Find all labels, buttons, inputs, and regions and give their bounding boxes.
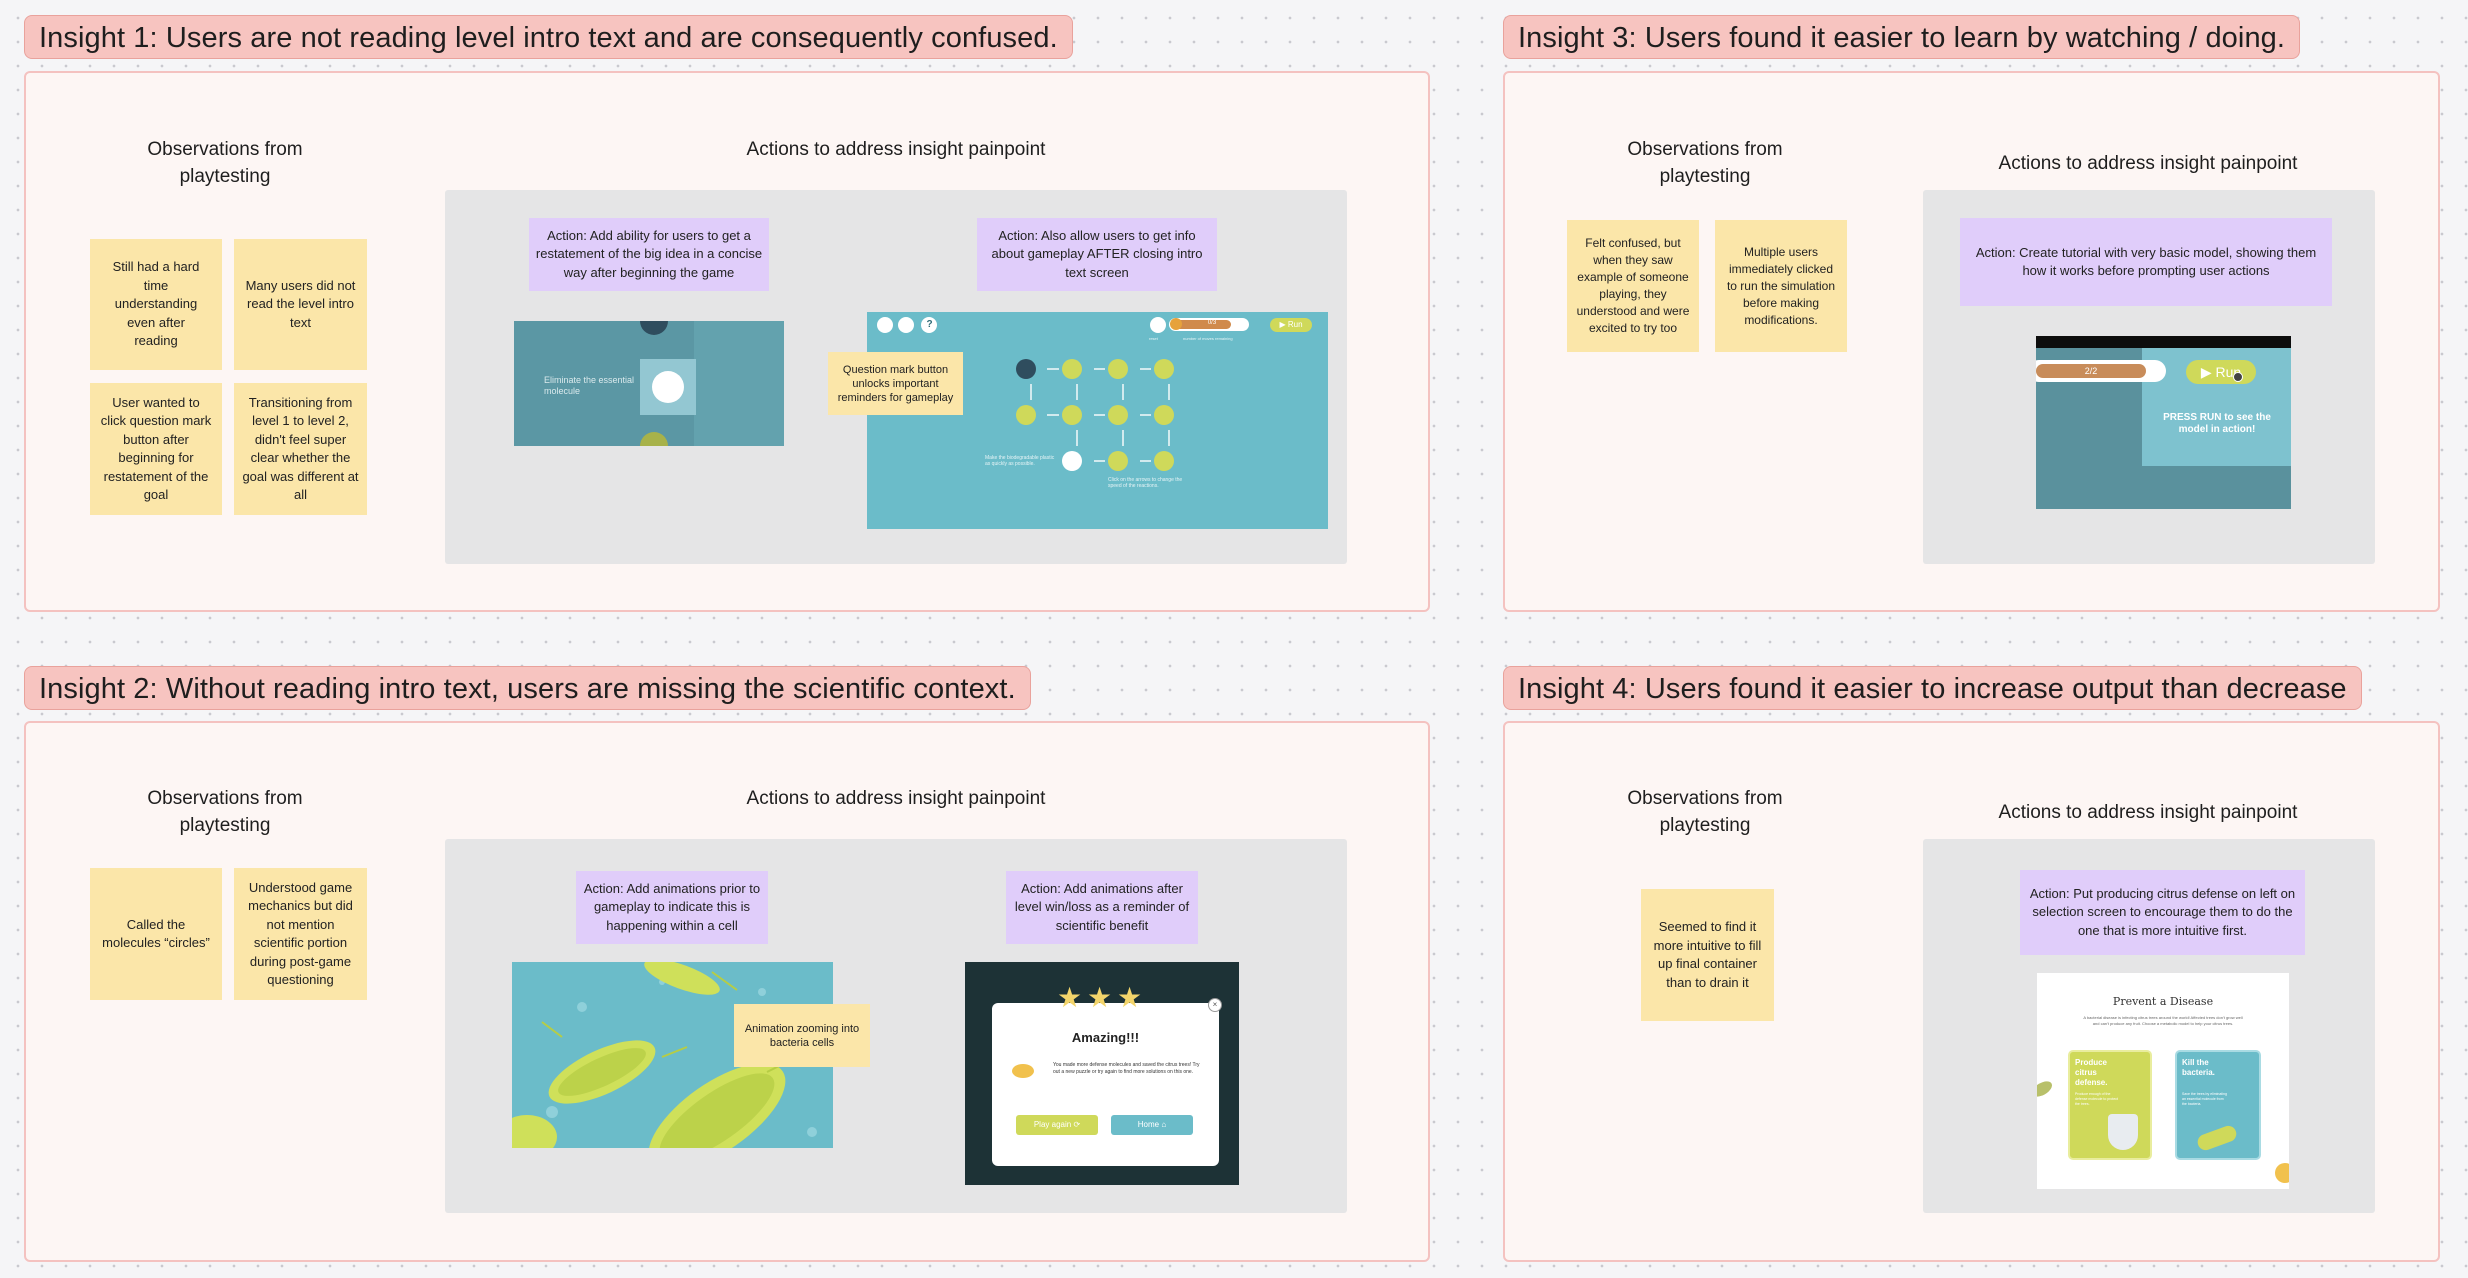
tutorial-moves-fill: 2/2 [2036,364,2146,378]
cursor-icon [2233,372,2243,382]
home-label: Home [1137,1120,1160,1129]
card-kill-bacteria[interactable]: Kill the bacteria. Save the trees by eli… [2175,1050,2261,1160]
game-moves-remaining-label: number of moves remaining [1183,336,1233,341]
insight-4-observations-heading: Observations from playtesting [1627,788,1783,836]
insight-3-observation-sticky: Felt confused, but when they saw example… [1567,220,1699,352]
insight-1-actions-heading: Actions to address insight painpoint [746,139,1046,160]
citrus-decoration [2275,1163,2289,1183]
bacteria-icon [2195,1123,2239,1153]
close-icon[interactable]: × [1208,998,1222,1012]
star-icon: ★ [1087,982,1113,1013]
insight-1-game-screenshot-a: Eliminate the essential molecule [514,321,784,446]
citrus-icon [1012,1064,1034,1078]
tutorial-press-run-text: PRESS RUN to see the model in action! [2163,412,2271,435]
insight-2-bacteria-animation-screenshot [512,962,833,1148]
insight-1-observation-sticky: Still had a hard time understanding even… [90,239,222,370]
card-left-desc: Produce enough of the defense molecule t… [2075,1092,2118,1106]
insight-1-action-sticky: Action: Add ability for users to get a r… [529,218,769,291]
win-modal [992,1003,1219,1166]
win-modal-title: Amazing!!! [1071,1030,1140,1045]
insight-2-title: Insight 2: Without reading intro text, u… [24,666,1031,710]
insight-1-callout-sticky: Question mark button unlocks important r… [828,352,963,415]
play-again-button[interactable]: Play again ⟳ [1016,1115,1098,1135]
replay-icon: ⟳ [1073,1120,1081,1129]
tutorial-run-button[interactable]: ▶ Run [2186,360,2256,384]
selection-title: Prevent a Disease [2112,995,2214,1008]
game-goal-note: Make the biodegradable plastic as quickl… [985,455,1055,467]
insight-3-observations-heading: Observations from playtesting [1627,139,1783,187]
insight-1-action-sticky: Action: Also allow users to get info abo… [977,218,1217,291]
card-right-title: Kill the bacteria. [2182,1058,2215,1077]
insight-3-observation-sticky: Multiple users immediately clicked to ru… [1715,220,1847,352]
card-right-desc: Save the trees by eliminating an essenti… [2182,1092,2227,1106]
home-icon: ⌂ [1161,1120,1167,1129]
question-mark-button[interactable]: ? [926,319,933,330]
insight-1-title: Insight 1: Users are not reading level i… [24,15,1073,59]
win-modal-body: You made more defense molecules and save… [1053,1062,1200,1075]
bacteria-cells-graphic [512,962,817,1148]
insight-2-observation-sticky: Understood game mechanics but did not me… [234,868,367,1000]
insight-2-observations-heading: Observations from playtesting [147,788,303,836]
leaf-decoration [2037,1078,2055,1100]
insight-4-actions-heading: Actions to address insight painpoint [1998,802,2298,823]
card-left-title: Produce citrus defense. [2075,1058,2108,1087]
home-button[interactable]: Home ⌂ [1111,1115,1193,1135]
insight-1-observation-sticky: User wanted to click question mark butto… [90,383,222,515]
insight-4-observation-sticky: Seemed to find it more intuitive to fill… [1641,889,1774,1021]
tutorial-top-bar [2036,336,2291,348]
insight-2-callout-sticky: Animation zooming into bacteria cells [734,1004,870,1067]
insight-4-action-sticky: Action: Put producing citrus defense on … [2020,870,2305,955]
insight-2-actions-heading: Actions to address insight painpoint [746,788,1046,809]
play-again-label: Play again [1033,1120,1072,1129]
game-run-button[interactable]: ▶ Run [1279,320,1303,329]
insight-3-title: Insight 3: Users found it easier to lear… [1503,15,2301,59]
star-icon: ★ [1057,982,1083,1013]
insight-1-observations-heading: Observations from playtesting [147,139,303,187]
game-level-graphic [877,317,1312,471]
insight-1-observation-sticky: Transitioning from level 1 to level 2, d… [234,383,367,515]
game-reset-label: reset [1149,336,1158,341]
insight-4-selection-screenshot: Prevent a Disease A bacterial disease is… [2037,973,2289,1189]
insight-2-observation-sticky: Called the molecules “circles” [90,868,222,1000]
game-speed-note: Click on the arrows to change the speed … [1108,477,1183,489]
insight-2-action-sticky: Action: Add animations after level win/l… [1006,871,1198,944]
eliminate-molecule-label: Eliminate the essential molecule [544,375,635,396]
insight-2-action-sticky: Action: Add animations prior to gameplay… [576,871,768,944]
game-moves-bar-label: 0/3 [1207,320,1217,326]
selection-subtitle: A bacterial disease is infecting citrus … [2083,1015,2243,1026]
star-icon: ★ [1117,982,1143,1013]
insight-1-game-screenshot-b: ? 0/3 ▶ Run reset number of moves remain… [867,312,1328,529]
insight-3-action-sticky: Action: Create tutorial with very basic … [1960,218,2332,306]
insight-4-title: Insight 4: Users found it easier to incr… [1503,666,2362,710]
reaction-grid-graphic [640,321,784,446]
insight-2-win-modal-screenshot: ★ ★ ★ × Amazing!!! You made more defense… [965,962,1239,1185]
insight-1-observation-sticky: Many users did not read the level intro … [234,239,367,370]
card-produce-citrus-defense[interactable]: Produce citrus defense. Produce enough o… [2068,1050,2152,1160]
shield-icon [2108,1114,2138,1150]
insight-3-tutorial-screenshot: 2/2 ▶ Run PRESS RUN to see the model in … [2036,336,2291,509]
game-run-label: Run [1287,320,1303,329]
insight-3-actions-heading: Actions to address insight painpoint [1998,153,2298,174]
